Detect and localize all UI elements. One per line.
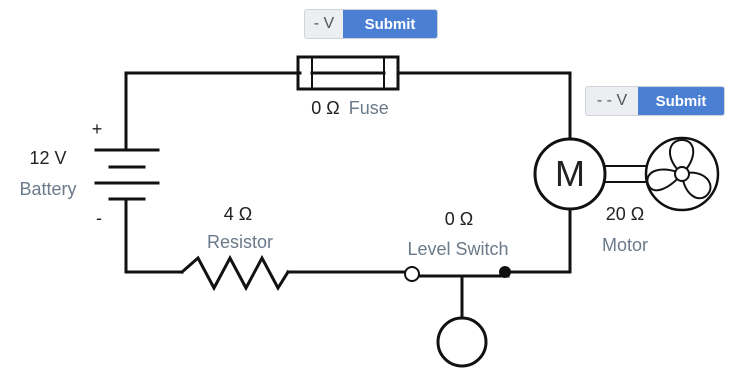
fuse-symbol	[296, 55, 400, 91]
fuse-value-label: 0 Ω Fuse	[311, 98, 389, 118]
battery-positive-sign: +	[92, 119, 103, 139]
battery-value: 12 V	[29, 148, 66, 168]
resistor-value: 4 Ω	[224, 204, 252, 224]
resistor-symbol	[179, 254, 291, 292]
motor-symbol	[533, 137, 646, 211]
motor-value: 20 Ω	[606, 204, 644, 224]
fuse-submit-button[interactable]: Submit	[343, 10, 437, 38]
battery-label: Battery	[19, 179, 76, 199]
level-switch-label: Level Switch	[407, 239, 508, 259]
motor-voltage-meter: - - V Submit	[585, 86, 725, 116]
fuse-voltage-reading: - V	[305, 10, 343, 38]
wire-top-right	[396, 71, 572, 140]
motor-submit-button[interactable]: Submit	[638, 87, 724, 115]
wire-battery-bottom	[124, 198, 184, 274]
fuse-name: Fuse	[349, 98, 389, 118]
motor-label: Motor	[602, 235, 648, 255]
motor-voltage-reading: - - V	[586, 87, 638, 115]
level-switch-symbol	[404, 266, 511, 368]
fuse-value: 0 Ω	[311, 98, 339, 118]
fuse-voltage-meter: - V Submit	[304, 9, 438, 39]
battery-symbol	[94, 148, 160, 201]
fan-icon	[644, 136, 720, 212]
wire-top-left	[124, 71, 302, 150]
level-switch-value: 0 Ω	[445, 209, 473, 229]
wire-switch-motor	[508, 208, 572, 274]
motor-symbol-letter: M	[555, 153, 585, 194]
resistor-label: Resistor	[207, 232, 273, 252]
battery-negative-sign: -	[96, 208, 102, 228]
